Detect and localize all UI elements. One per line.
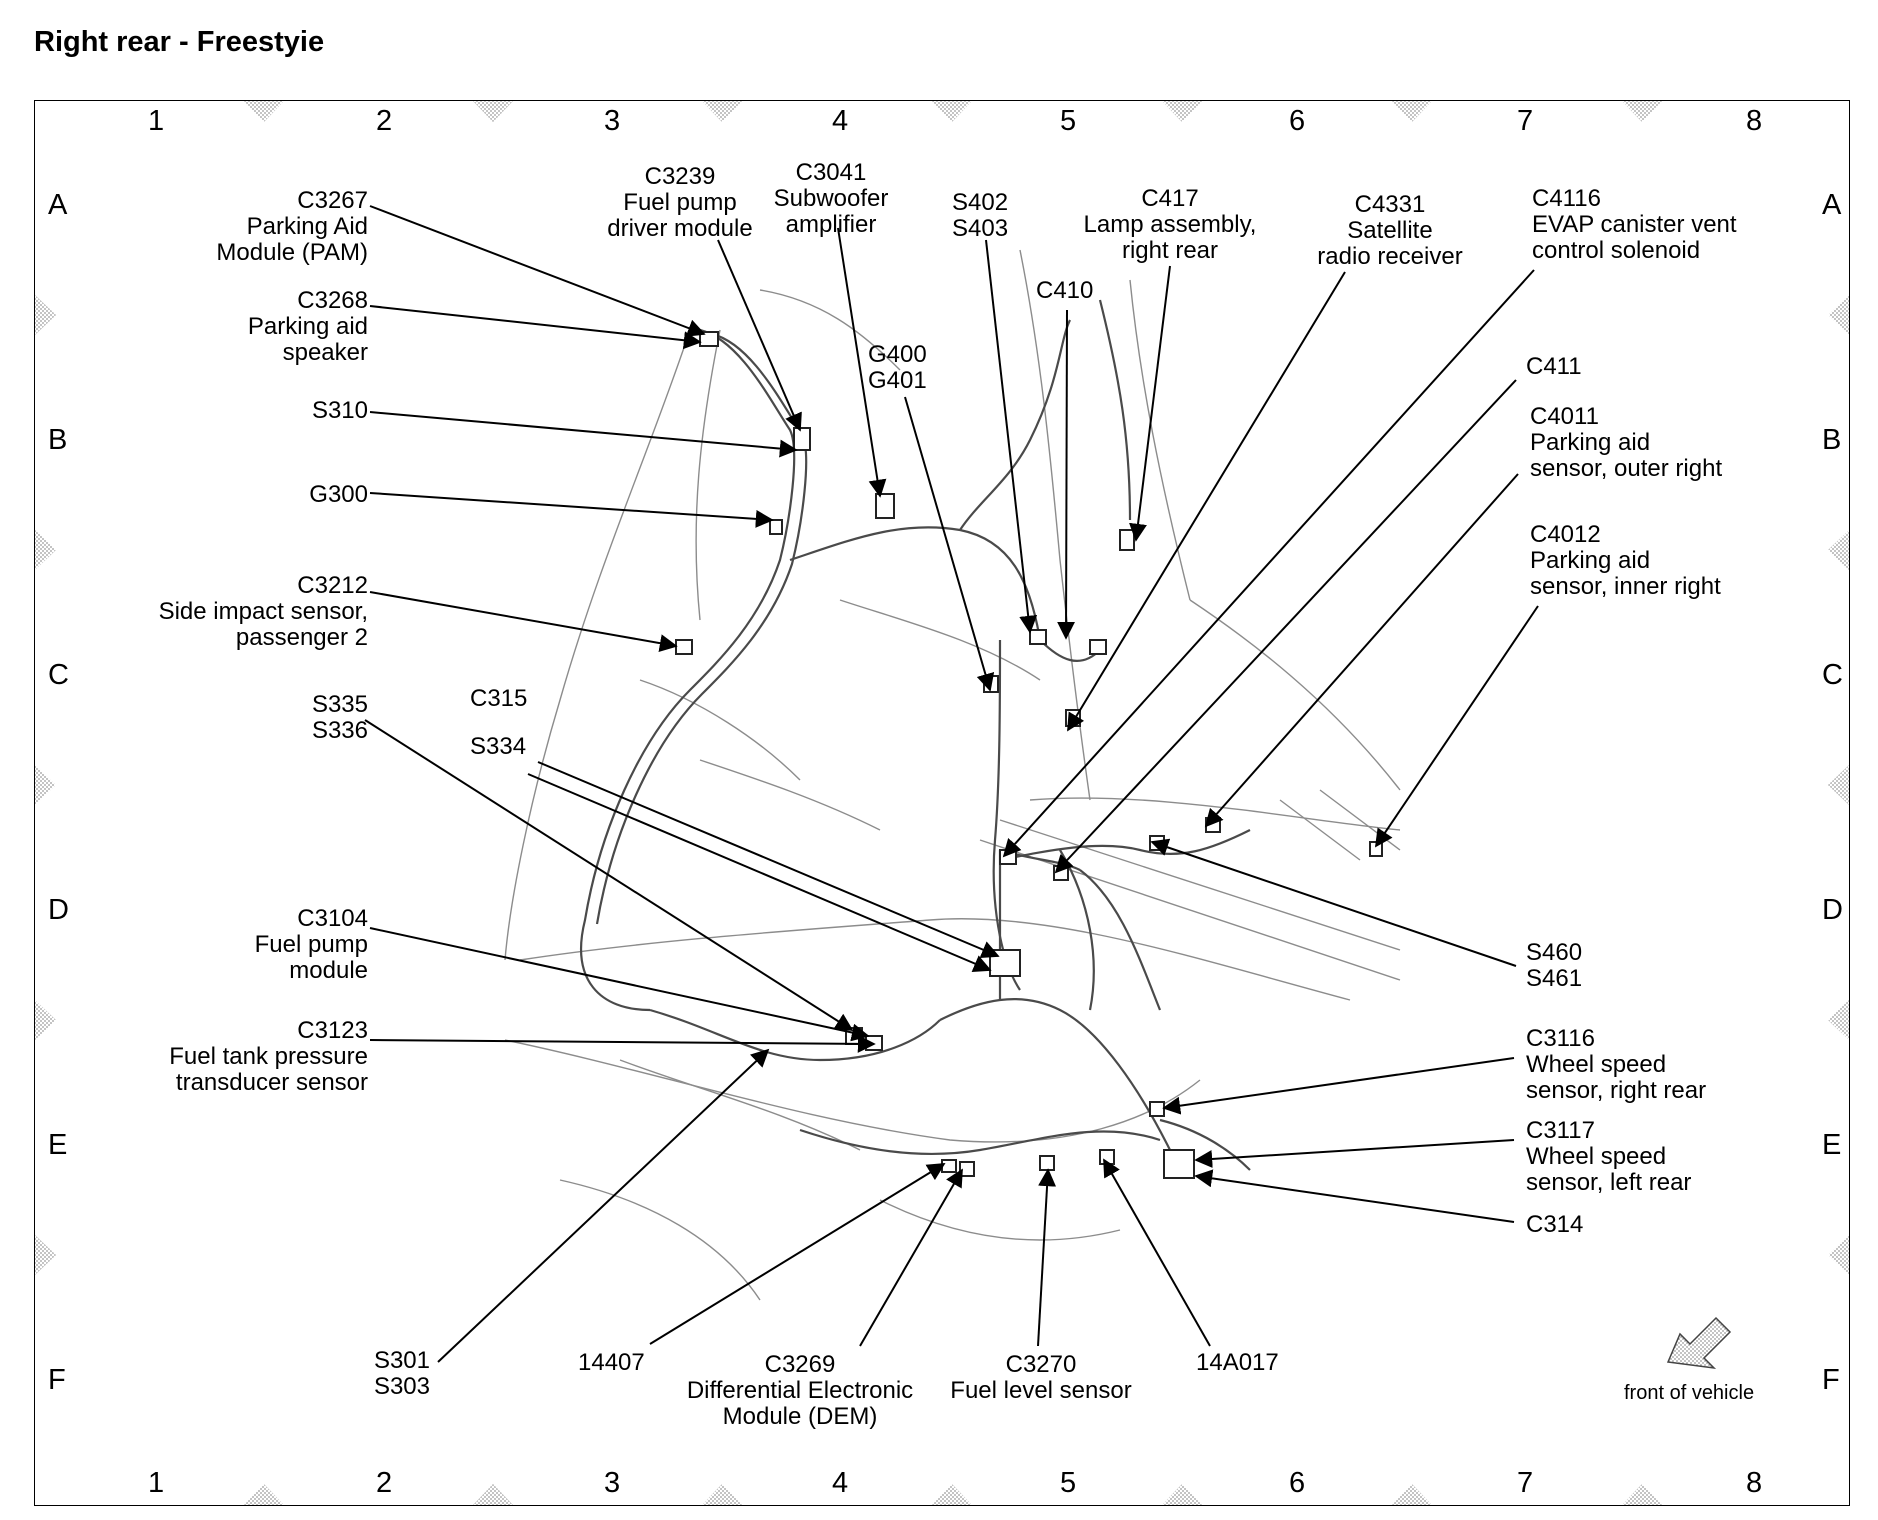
callout-s460-s461: S460 S461 [1526,939,1583,992]
front-of-vehicle-label: front of vehicle [1624,1382,1755,1404]
callout-c417: C417 Lamp assembly, right rear [1083,185,1257,264]
col-label-6-bottom: 6 [1289,1467,1306,1499]
col-label-6: 6 [1289,105,1306,137]
row-label-c-right: C [1822,659,1843,691]
callout-c315: C315 [470,685,528,712]
col-label-2-bottom: 2 [376,1467,393,1499]
callout-c4012: C4012 Parking aid sensor, inner right [1530,521,1721,600]
row-label-b-right: B [1822,424,1842,456]
callout-14a017: 14A017 [1196,1349,1279,1376]
row-label-f-right: F [1822,1364,1840,1396]
col-label-8: 8 [1746,105,1763,137]
leader-lines [364,205,1539,1363]
diagram-frame [34,100,1850,1506]
row-label-e-right: E [1822,1129,1842,1161]
page-title: Right rear - Freestyie [34,26,325,58]
row-label-d-right: D [1822,894,1843,926]
row-label-f: F [48,1364,66,1396]
callout-c3104: C3104 Fuel pump module [254,905,368,984]
callout-c3041: C3041 Subwoofer amplifier [773,159,889,238]
callout-c314: C314 [1526,1211,1584,1238]
callout-c3239: C3239 Fuel pump driver module [607,163,753,242]
callout-14407: 14407 [578,1349,645,1376]
row-label-c: C [48,659,69,691]
callout-c4331: C4331 Satellite radio receiver [1317,191,1463,270]
callout-c3269: C3269 Differential Electronic Module (DE… [686,1351,914,1430]
col-label-1: 1 [148,105,165,137]
connector-symbols [675,331,1383,1179]
callout-c3117: C3117 Wheel speed sensor, left rear [1526,1117,1692,1196]
callout-c3123: C3123 Fuel tank pressure transducer sens… [169,1017,368,1096]
col-label-2: 2 [376,105,393,137]
col-label-7: 7 [1517,105,1534,137]
callout-s301-s303: S301 S303 [373,1347,430,1400]
row-label-b: B [48,424,68,456]
callout-c4116: C4116 EVAP canister vent control solenoi… [1532,185,1737,264]
col-label-3-bottom: 3 [604,1467,621,1499]
col-label-3: 3 [604,105,621,137]
col-label-5: 5 [1060,105,1077,137]
callout-c410: C410 [1036,277,1094,304]
row-label-a: A [48,189,68,221]
callout-s334: S334 [470,733,527,760]
callout-g300: G300 [309,481,368,508]
callout-c3267: C3267 Parking Aid Module (PAM) [216,187,368,266]
row-label-d: D [48,894,69,926]
col-label-5-bottom: 5 [1060,1467,1077,1499]
vehicle-line-art [504,249,1401,1301]
callout-c4011: C4011 Parking aid sensor, outer right [1530,403,1723,482]
col-label-4: 4 [832,105,849,137]
callout-s335-s336: S335 S336 [311,691,368,744]
callout-c3212: C3212 Side impact sensor, passenger 2 [158,572,368,651]
col-label-8-bottom: 8 [1746,1467,1763,1499]
callout-s310: S310 [311,397,368,424]
row-label-e: E [48,1129,68,1161]
callout-s402-s403: S402 S403 [952,189,1009,242]
row-label-a-right: A [1822,189,1842,221]
grid-edge-markers [35,101,1849,1505]
callout-c3268: C3268 Parking aid speaker [247,287,368,366]
callout-c3270: C3270 Fuel level sensor [950,1351,1132,1404]
front-of-vehicle-arrow [1666,1316,1732,1370]
callout-g400-g401: G400 G401 [868,341,927,394]
col-label-4-bottom: 4 [832,1467,849,1499]
wiring-harness [580,299,1251,1171]
col-label-7-bottom: 7 [1517,1467,1534,1499]
col-label-1-bottom: 1 [148,1467,165,1499]
callout-c3116: C3116 Wheel speed sensor, right rear [1526,1025,1707,1104]
callout-c411: C411 [1526,353,1582,380]
